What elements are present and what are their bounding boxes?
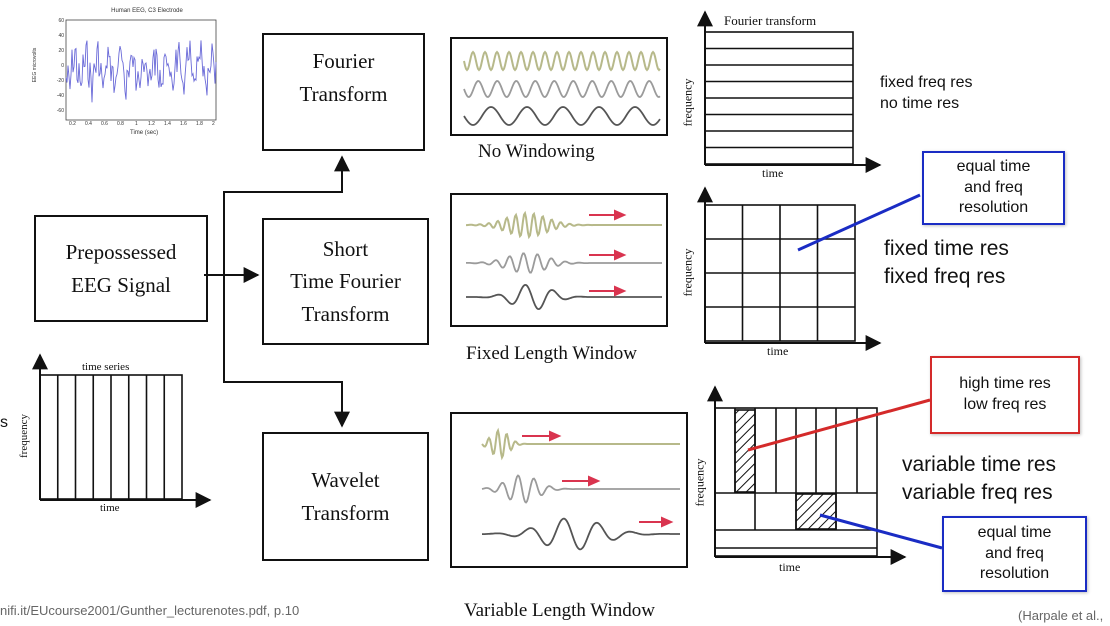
wavelet-note-1: variable time res xyxy=(902,453,1057,476)
time-series-xlabel: time xyxy=(100,502,120,514)
stft-note-1: fixed time res xyxy=(884,237,1009,260)
no-window-wave-2 xyxy=(463,80,661,98)
no-window-wave-1 xyxy=(463,50,661,72)
time-series-title: time series xyxy=(82,361,130,373)
wavelet-box-line1: Wavelet xyxy=(311,467,380,492)
fourier-tf-plot xyxy=(697,10,882,173)
wavelet-box: Wavelet Transform xyxy=(262,432,429,561)
stft-callout-connector xyxy=(797,193,921,252)
wavelet-hatched-tall xyxy=(734,409,756,493)
fourier-note-2: no time res xyxy=(880,95,960,112)
stft-box-line1: Short xyxy=(322,236,369,261)
variable-window-panel xyxy=(450,412,688,568)
wavelet-note-2: variable freq res xyxy=(902,481,1053,504)
time-series-tf-plot xyxy=(32,353,212,508)
eeg-thumbnail-xlabel: Time (sec) xyxy=(130,130,159,136)
wavelet-equal-connector xyxy=(819,513,943,550)
stft-callout-line2: and freq xyxy=(964,178,1023,196)
fixed-window-wave-1 xyxy=(466,210,662,240)
wavelet-high-callout-line1: high time res xyxy=(959,375,1051,393)
wavelet-box-line2: Transform xyxy=(301,500,390,525)
fixed-window-wave-3 xyxy=(466,283,662,311)
stft-box: Short Time Fourier Transform xyxy=(262,218,429,345)
wavelet-equal-callout-line1: equal time xyxy=(977,523,1052,541)
wavelet-high-callout-line2: low freq res xyxy=(963,396,1047,413)
wavelet-high-connector xyxy=(747,398,931,452)
time-series-ylabel: frequency xyxy=(17,414,30,458)
wavelet-tf-ylabel: frequency xyxy=(692,458,707,507)
source-box-line1: Prepossessed xyxy=(65,239,177,264)
variable-window-wave-2 xyxy=(481,474,680,504)
flow-arrows xyxy=(204,155,350,428)
fourier-box-line1: Fourier xyxy=(312,49,375,73)
variable-window-wave-3 xyxy=(482,517,680,551)
fourier-box: Fourier Transform xyxy=(262,33,425,151)
wavelet-equal-callout-line3: resolution xyxy=(979,565,1050,583)
fourier-tf-ylabel: frequency xyxy=(680,78,695,127)
footer-source-link[interactable]: nifi.it/EUcourse2001/Gunther_lecturenote… xyxy=(0,603,300,618)
wavelet-hatched-square xyxy=(795,493,837,530)
left-cut-text: s xyxy=(0,414,8,431)
eeg-thumbnail: Human EEG, C3 Electrode EEG microvolts T… xyxy=(32,8,225,143)
fourier-note-1: fixed freq res xyxy=(880,74,973,91)
footer-citation: (Harpale et al., xyxy=(1018,608,1104,623)
fourier-tf-title: Fourier transform xyxy=(724,13,817,28)
no-window-panel xyxy=(450,37,668,136)
fourier-tf-xlabel: time xyxy=(762,166,784,180)
stft-tf-plot xyxy=(697,186,882,351)
source-box: Prepossessed EEG Signal xyxy=(34,215,208,322)
stft-callout: equal time and freq resolution xyxy=(922,151,1065,225)
variable-window-caption: Variable Length Window xyxy=(464,600,655,621)
no-window-caption: No Windowing xyxy=(478,141,595,162)
wavelet-high-callout: high time res low freq res xyxy=(930,356,1080,434)
stft-callout-line3: resolution xyxy=(958,199,1029,217)
fourier-box-line2: Transform xyxy=(299,81,388,106)
fixed-window-caption: Fixed Length Window xyxy=(466,343,637,364)
wavelet-equal-callout-line2: and freq xyxy=(985,544,1044,562)
wavelet-tf-xlabel: time xyxy=(779,560,801,574)
stft-callout-line1: equal time xyxy=(956,157,1031,175)
variable-window-wave-1 xyxy=(481,427,680,461)
fixed-window-panel xyxy=(450,193,668,327)
eeg-thumbnail-plot xyxy=(65,19,217,121)
wavelet-equal-callout: equal time and freq resolution xyxy=(942,516,1087,592)
stft-box-line3: Transform xyxy=(301,301,390,326)
stft-tf-ylabel: frequency xyxy=(680,248,695,297)
wavelet-tf-plot xyxy=(707,385,907,565)
eeg-thumbnail-title: Human EEG, C3 Electrode xyxy=(111,8,183,14)
source-box-line2: EEG Signal xyxy=(71,272,171,297)
fixed-window-wave-2 xyxy=(466,252,662,274)
no-window-wave-3 xyxy=(463,106,661,126)
stft-box-line2: Time Fourier xyxy=(290,269,401,294)
stft-tf-xlabel: time xyxy=(767,344,789,358)
eeg-thumbnail-yticks: 60 40 20 0 -20 -40 -60 xyxy=(56,18,64,114)
stft-note-2: fixed freq res xyxy=(884,265,1006,288)
